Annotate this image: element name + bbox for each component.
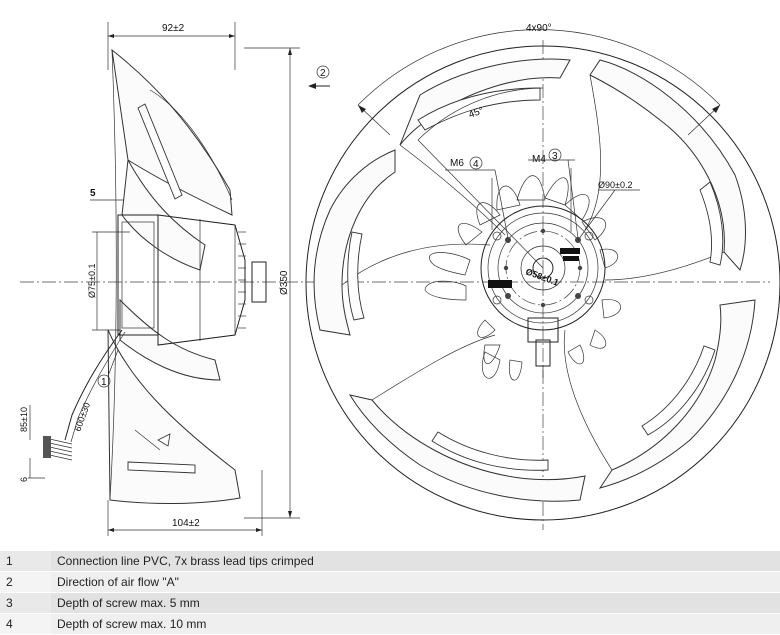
callout-1: 1 (101, 377, 107, 388)
legend-number: 2 (0, 571, 51, 593)
side-view: 92±2 104±2 5 Ø350 Ø75±0.1 (19, 22, 770, 536)
technical-drawing: 92±2 104±2 5 Ø350 Ø75±0.1 (19, 22, 780, 536)
callout-4: 4 (473, 159, 479, 170)
legend-number: 4 (0, 613, 51, 635)
legend-row: 1 Connection line PVC, 7x brass lead tip… (0, 551, 780, 572)
dim-screw-depth: 5 (90, 188, 96, 199)
legend-row: 4 Depth of screw max. 10 mm (0, 613, 780, 635)
label-thread-m6: M6 (450, 158, 464, 169)
legend-text: Depth of screw max. 5 mm (51, 592, 780, 614)
dim-angle-half: 45° (467, 105, 485, 121)
dim-cable-length: 600±30 (72, 401, 92, 433)
legend-text: Depth of screw max. 10 mm (51, 613, 780, 635)
front-view: 4x90° 45° M6 4 M4 3 Ø90±0.2 Ø58±0.1 (305, 23, 780, 530)
legend-text: Direction of air flow "A" (51, 571, 780, 593)
legend-table: 1 Connection line PVC, 7x brass lead tip… (0, 551, 780, 635)
dim-lead-tip: 6 (19, 477, 29, 482)
dim-hole-circle: Ø90±0.2 (598, 180, 632, 190)
dim-diameter-flange: Ø75±0.1 (87, 264, 97, 298)
dim-width-top: 92±2 (162, 23, 185, 34)
legend-number: 3 (0, 592, 51, 614)
label-thread-m4: M4 (532, 154, 546, 165)
dim-diameter-outer: Ø350 (279, 270, 290, 295)
legend-row: 3 Depth of screw max. 5 mm (0, 592, 780, 614)
dim-lead-length: 85±10 (19, 407, 29, 432)
legend-text: Connection line PVC, 7x brass lead tips … (51, 551, 780, 572)
dim-hub-circle: Ø58±0.1 (524, 266, 560, 287)
callout-2: 2 (320, 68, 326, 79)
legend-number: 1 (0, 551, 51, 572)
legend-row: 2 Direction of air flow "A" (0, 571, 780, 593)
dim-angle-total: 4x90° (526, 23, 552, 34)
dim-width-bottom: 104±2 (172, 518, 200, 529)
callout-3: 3 (552, 151, 558, 162)
